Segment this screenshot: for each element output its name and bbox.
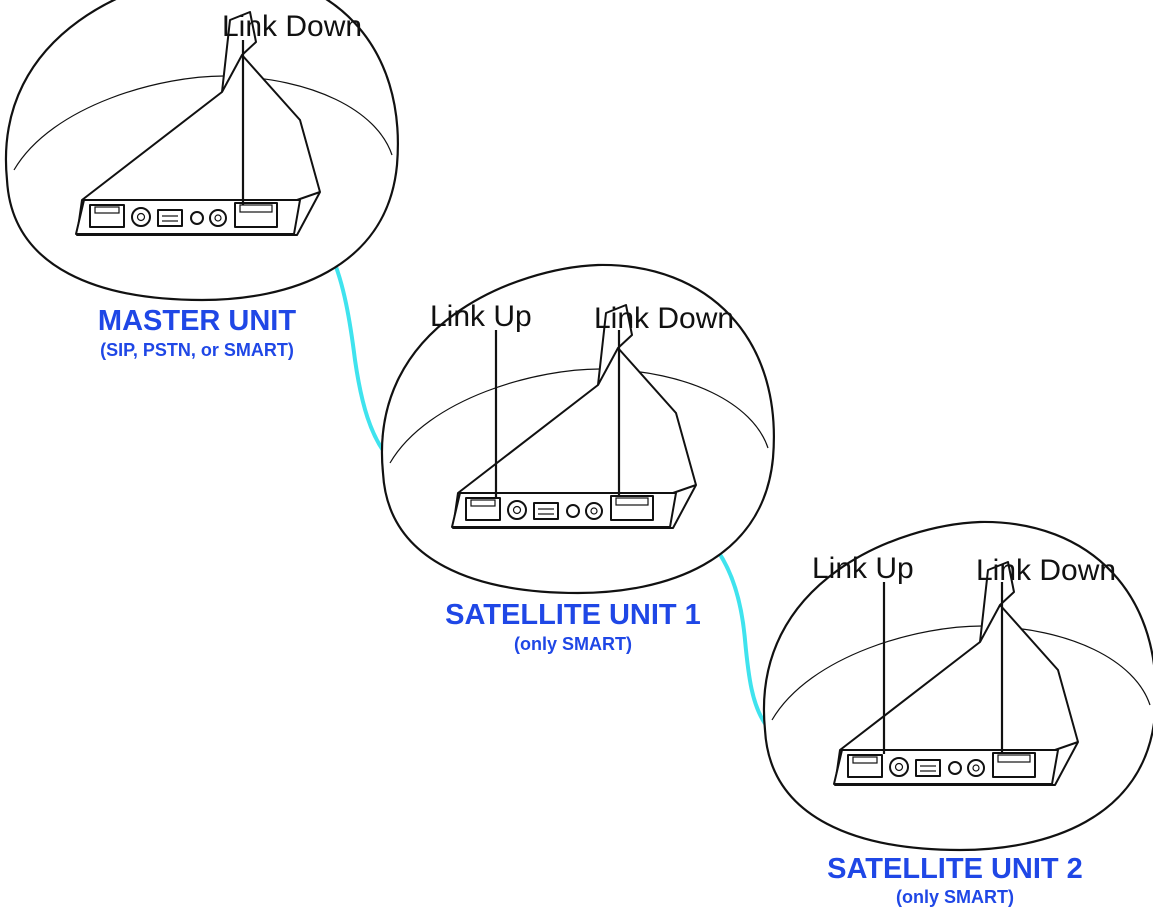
master-link-down-label: Link Down [222,10,362,43]
satellite-1-link-up-label: Link Up [430,300,532,333]
master-unit: Link Down MASTER UNIT (SIP, PSTN, or SMA… [4,0,399,360]
satellite-unit-1-title: SATELLITE UNIT 1 [445,599,701,631]
satellite-unit-1: Link Up Link Down SATELLITE UNIT 1 (only… [380,263,775,654]
satellite-1-link-down-label: Link Down [594,302,734,335]
satellite-unit-2-subtitle: (only SMART) [896,887,1014,907]
master-unit-subtitle: (SIP, PSTN, or SMART) [100,340,294,360]
satellite-unit-2-title: SATELLITE UNIT 2 [827,853,1083,885]
satellite-2-link-down-label: Link Down [976,554,1116,587]
satellite-unit-2: Link Up Link Down SATELLITE UNIT 2 (only… [762,520,1153,907]
satellite-unit-1-subtitle: (only SMART) [514,634,632,654]
master-unit-title: MASTER UNIT [98,305,296,337]
master-unit-device-icon [4,0,399,302]
satellite-2-link-up-label: Link Up [812,552,914,585]
